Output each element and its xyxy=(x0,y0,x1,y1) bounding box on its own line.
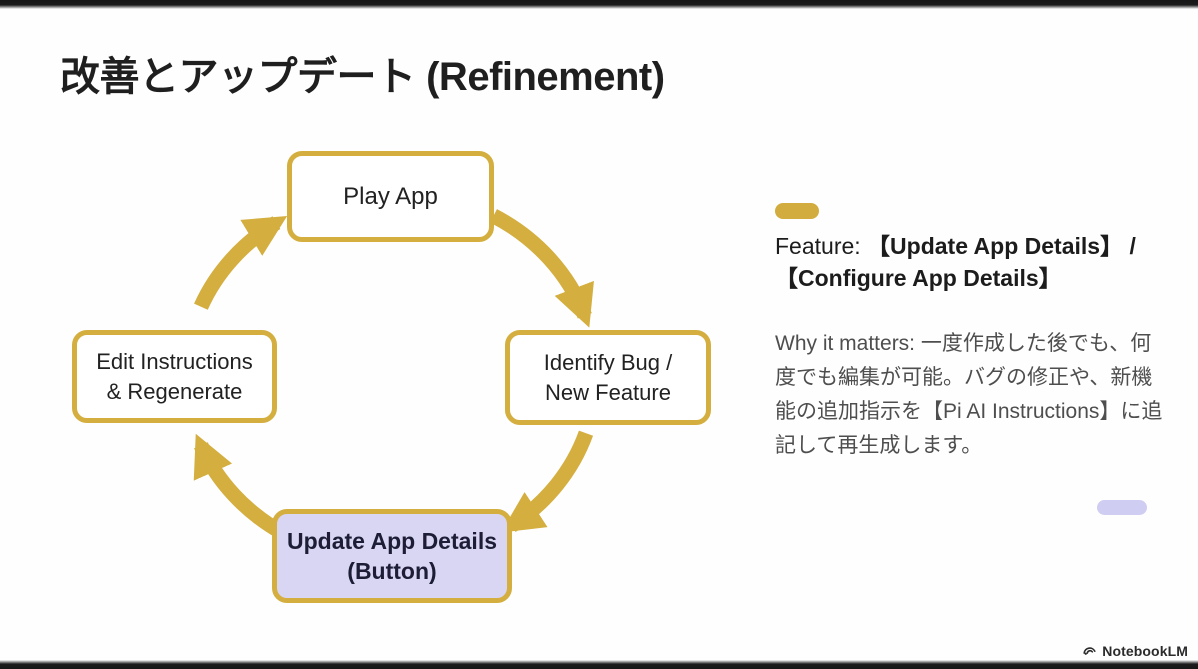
feature-prefix: Feature: xyxy=(775,233,868,259)
letterbox-bottom xyxy=(0,660,1198,669)
letterbox-top xyxy=(0,0,1198,9)
node-update-app-details-button: Update App Details (Button) xyxy=(272,509,512,603)
slide-title: 改善とアップデート (Refinement) xyxy=(60,55,665,99)
arrow-play-to-identify xyxy=(489,209,594,328)
node-edit-instructions-regenerate: Edit Instructions & Regenerate xyxy=(72,330,277,423)
notebooklm-icon xyxy=(1083,646,1096,655)
arrow-identify-to-update xyxy=(500,430,594,533)
arrow-edit-to-play xyxy=(194,216,288,310)
node-label: Update App Details (Button) xyxy=(286,527,497,584)
lavender-dash xyxy=(1097,500,1147,515)
notebooklm-wordmark: NotebookLM xyxy=(1102,643,1188,659)
why-it-matters-text: Why it matters: 一度作成した後でも、何度でも編集が可能。バグの修… xyxy=(775,332,1163,457)
node-identify-bug-new-feature: Identify Bug / New Feature xyxy=(505,330,711,425)
node-label: Identify Bug / New Feature xyxy=(543,350,673,405)
feature-name-2: 【Configure App Details】 xyxy=(775,265,1062,291)
feature-heading: Feature: 【Update App Details】 / 【Configur… xyxy=(775,230,1175,294)
feature-marker-dash xyxy=(775,203,819,219)
notebooklm-logo: NotebookLM xyxy=(1082,643,1188,659)
node-label: Play App xyxy=(343,182,438,210)
node-play-app: Play App xyxy=(287,151,494,242)
feature-name-1: 【Update App Details】 / xyxy=(867,233,1136,259)
node-label: Edit Instructions & Regenerate xyxy=(96,349,253,404)
arrow-update-to-edit xyxy=(193,433,287,540)
cycle-arrows xyxy=(193,209,594,540)
